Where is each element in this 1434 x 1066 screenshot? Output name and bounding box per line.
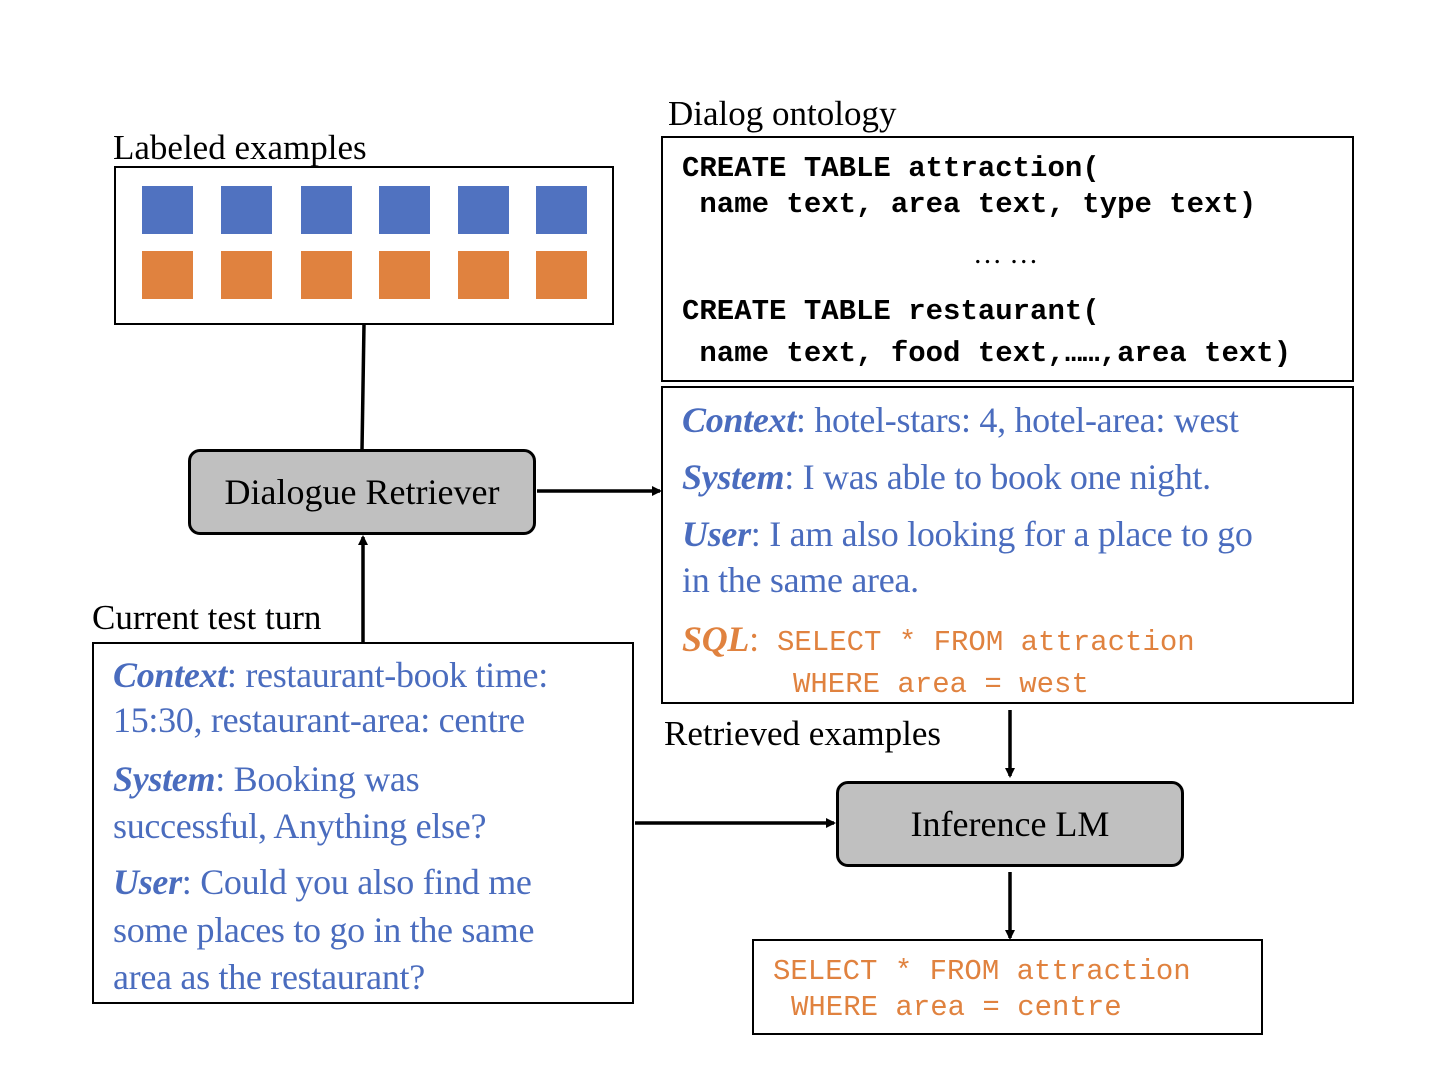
inference-lm-node: Inference LM	[836, 781, 1184, 867]
orange-example	[142, 251, 193, 299]
sql-key: SQL	[682, 619, 750, 659]
test-user-line: User: Could you also find me	[113, 864, 532, 900]
user-key: User	[113, 862, 182, 902]
retrieved-example-box: Context: hotel-stars: 4, hotel-area: wes…	[661, 386, 1354, 704]
blue-example	[142, 186, 193, 234]
orange-example	[536, 251, 587, 299]
sql-colon: :	[749, 619, 759, 659]
examples-to-retriever-line	[360, 323, 366, 451]
retrieved-sql-1: SELECT * FROM attraction	[777, 626, 1195, 659]
test-system-line: System: Booking was	[113, 759, 420, 799]
blue-example	[301, 186, 352, 234]
retrieved-user-line: User: I am also looking for a place to g…	[682, 516, 1253, 552]
dialog-ontology-box: CREATE TABLE attraction( name text, area…	[661, 136, 1354, 382]
user-key: User	[682, 514, 751, 554]
dialogue-retriever-label: Dialogue Retriever	[224, 472, 500, 512]
context-text: : hotel-stars: 4, hotel-area: west	[795, 400, 1239, 440]
ontology-line: name text, food text,……,area text)	[682, 337, 1292, 370]
test-system-line-2: successful, Anything else?	[113, 806, 487, 846]
retrieved-examples-label: Retrieved examples	[664, 714, 941, 753]
retrieved-user-line-2: in the same area.	[682, 560, 919, 600]
system-text: : I was able to book one night.	[784, 457, 1211, 497]
ontology-ellipsis: … …	[973, 238, 1039, 270]
retrieved-system-line: System: I was able to book one night.	[682, 459, 1211, 495]
retrieved-sql-2: WHERE area = west	[793, 668, 1089, 701]
labeled-examples-box	[114, 166, 614, 325]
blue-example	[536, 186, 587, 234]
test-user-line-2: some places to go in the same	[113, 910, 535, 950]
blue-example	[458, 186, 509, 234]
current-test-turn-title: Current test turn	[92, 598, 322, 637]
orange-example	[221, 251, 272, 299]
ontology-line: CREATE TABLE restaurant(	[682, 295, 1100, 328]
orange-example	[379, 251, 430, 299]
user-text: : Could you also find me	[181, 862, 532, 902]
orange-example	[301, 251, 352, 299]
retrieved-context-line: Context: hotel-stars: 4, hotel-area: wes…	[682, 402, 1239, 438]
ontology-line: CREATE TABLE attraction(	[682, 152, 1100, 185]
dialog-ontology-title: Dialog ontology	[668, 94, 897, 133]
blue-example	[379, 186, 430, 234]
system-text: : Booking was	[215, 759, 420, 799]
retrieved-sql-line: SQL:	[682, 621, 759, 657]
test-context-line: Context: restaurant-book time:	[113, 657, 548, 693]
blue-example	[221, 186, 272, 234]
ontology-line: name text, area text, type text)	[682, 188, 1257, 221]
labeled-examples-title: Labeled examples	[113, 128, 367, 167]
test-user-line-3: area as the restaurant?	[113, 957, 425, 997]
context-text: : restaurant-book time:	[226, 655, 548, 695]
context-key: Context	[113, 655, 227, 695]
dialogue-retriever-node: Dialogue Retriever	[188, 449, 536, 535]
system-key: System	[682, 457, 785, 497]
output-sql-2: WHERE area = centre	[791, 991, 1122, 1024]
output-sql-1: SELECT * FROM attraction	[773, 955, 1191, 988]
test-context-line-2: 15:30, restaurant-area: centre	[113, 700, 525, 740]
orange-example	[458, 251, 509, 299]
output-sql-box: SELECT * FROM attraction WHERE area = ce…	[752, 939, 1263, 1035]
inference-lm-label: Inference LM	[910, 804, 1110, 844]
system-key: System	[113, 759, 216, 799]
context-key: Context	[682, 400, 796, 440]
current-test-turn-box: Context: restaurant-book time: 15:30, re…	[92, 642, 634, 1004]
user-text: : I am also looking for a place to go	[750, 514, 1253, 554]
